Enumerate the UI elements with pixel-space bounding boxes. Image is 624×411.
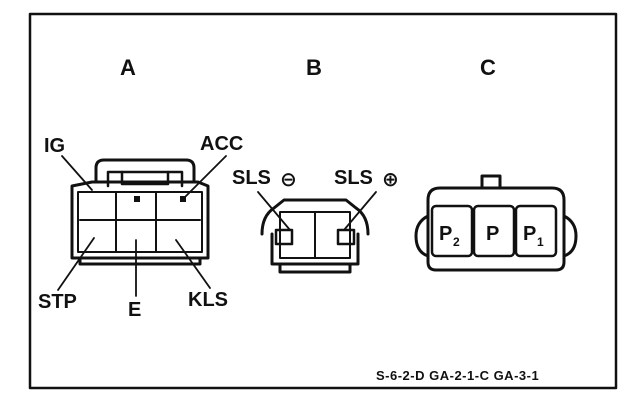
connector-a-housing bbox=[70, 180, 210, 260]
connector-b bbox=[260, 198, 370, 274]
label-e: E bbox=[128, 299, 141, 321]
connector-c bbox=[414, 174, 578, 272]
leader-ig bbox=[61, 155, 93, 191]
plus-symbol-icon: ⊕ bbox=[382, 169, 399, 191]
terminal-sls-minus bbox=[274, 228, 294, 246]
connector-a-pin-mark bbox=[180, 196, 186, 202]
label-stp: STP bbox=[38, 291, 77, 313]
reference-code: S-6-2-D GA-2-1-C GA-3-1 bbox=[376, 368, 539, 383]
leader-kls bbox=[175, 239, 211, 289]
connector-b-title: B bbox=[306, 55, 322, 80]
connector-c-shell bbox=[426, 186, 566, 272]
connector-a-inner bbox=[77, 191, 203, 253]
pin-label-p1: P bbox=[523, 223, 536, 245]
connector-c-key bbox=[480, 174, 502, 190]
pin-cavity-p bbox=[472, 204, 516, 258]
label-acc: ACC bbox=[200, 133, 243, 155]
outer-frame bbox=[28, 12, 618, 390]
pin-cavity-p2 bbox=[430, 204, 474, 258]
connector-b-hood bbox=[260, 198, 370, 236]
leader-stp bbox=[57, 237, 95, 291]
connector-b-inner bbox=[279, 211, 351, 259]
terminal-sls-plus bbox=[336, 228, 356, 246]
label-sls-minus: SLS bbox=[232, 167, 271, 189]
connector-b-body bbox=[270, 232, 360, 266]
pin-label-p2: P bbox=[439, 223, 452, 245]
connector-a-base bbox=[78, 256, 202, 266]
connector-a-latch bbox=[94, 158, 196, 184]
connector-c-title: C bbox=[480, 55, 496, 80]
label-kls: KLS bbox=[188, 289, 228, 311]
connector-a-latch-inner bbox=[106, 170, 184, 188]
leader-sls-minus bbox=[257, 191, 291, 231]
connector-a bbox=[70, 158, 210, 266]
connector-a-title: A bbox=[120, 55, 136, 80]
leader-acc bbox=[183, 155, 227, 199]
label-sls-plus: SLS bbox=[334, 167, 373, 189]
pin-cavity-p1 bbox=[514, 204, 558, 258]
label-ig: IG bbox=[44, 135, 65, 157]
connector-a-latch-slot bbox=[120, 170, 170, 186]
leader-sls-plus bbox=[343, 191, 377, 231]
connector-c-wing-left bbox=[414, 214, 430, 258]
pin-label-p2-sub: 2 bbox=[453, 235, 460, 249]
minus-symbol-icon: ⊖ bbox=[280, 169, 297, 191]
pin-label-p1-sub: 1 bbox=[537, 235, 544, 249]
connector-c-wing-right bbox=[562, 214, 578, 258]
connector-a-pin-mark bbox=[134, 196, 140, 202]
connector-b-base bbox=[278, 262, 352, 274]
pin-label-p: P bbox=[486, 223, 499, 245]
